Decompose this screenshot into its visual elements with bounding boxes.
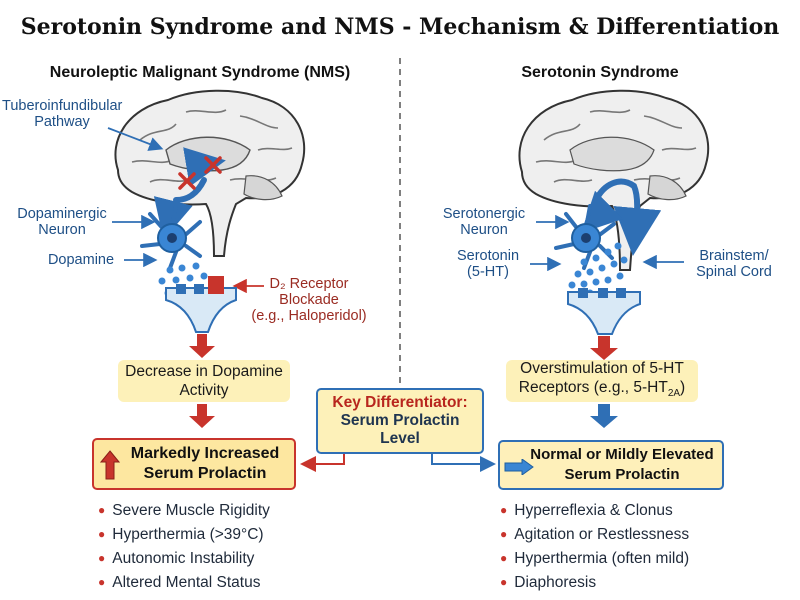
nms-result-line-1: Markedly Increased xyxy=(130,445,280,462)
receptor-line-3: (e.g., Haloperidol) xyxy=(251,308,367,324)
ss-result-box: Normal or Mildly Elevated Serum Prolacti… xyxy=(498,440,724,490)
brainstem-line-2: Spinal Cord xyxy=(696,264,772,280)
dopaminergic-neuron-label: Dopaminergic Neuron xyxy=(17,206,107,238)
list-item: Autonomic Instability xyxy=(98,547,270,571)
brain-icon-left xyxy=(114,89,306,257)
key-line-1: Key Differentiator: xyxy=(332,394,468,411)
brainstem-line-1: Brainstem/ xyxy=(699,248,769,264)
list-item: Diaphoresis xyxy=(500,571,689,595)
block-x-icon xyxy=(178,156,222,190)
ss-step-box: Overstimulation of 5-HT Receptors (e.g.,… xyxy=(506,360,698,402)
neuron-icon-right xyxy=(554,204,616,270)
ss-symptom-list: Hyperreflexia & Clonus Agitation or Rest… xyxy=(500,499,689,595)
receptor-line-2: Blockade xyxy=(279,292,339,308)
ss-heading: Serotonin Syndrome xyxy=(521,64,679,81)
list-item: Agitation or Restlessness xyxy=(500,523,689,547)
nms-result-line-2: Serum Prolactin xyxy=(143,465,267,482)
list-item: Hyperreflexia & Clonus xyxy=(500,499,689,523)
ss-step-line-1: Overstimulation of 5-HT xyxy=(520,359,684,377)
ss-result-line-1: Normal or Mildly Elevated xyxy=(530,446,714,463)
key-differentiator-box: Key Differentiator: Serum Prolactin Leve… xyxy=(316,388,484,454)
list-item: Hyperthermia (>39°C) xyxy=(98,523,270,547)
dopamine-label: Dopamine xyxy=(47,252,115,268)
tuberoinfundibular-pathway-label: Tuberoinfundibular Pathway xyxy=(2,98,123,130)
arrow-down-icon-red xyxy=(590,336,618,360)
serotonergic-neuron-label: Serotonergic Neuron xyxy=(442,206,526,238)
nms-step-box: Decrease in Dopamine Activity xyxy=(118,360,290,402)
arrow-down-icon-blue xyxy=(590,404,618,428)
d2-receptor-blockade-label: D₂ Receptor Blockade (e.g., Haloperidol) xyxy=(244,276,374,324)
arrow-up-icon xyxy=(100,450,120,480)
list-item: Severe Muscle Rigidity xyxy=(98,499,270,523)
arrow-right-icon xyxy=(504,459,534,475)
nms-result-box: Markedly Increased Serum Prolactin xyxy=(92,438,296,490)
receptor-line-1: D₂ Receptor xyxy=(269,276,349,292)
receptor-icon-right xyxy=(567,288,641,335)
nms-symptom-list: Severe Muscle Rigidity Hyperthermia (>39… xyxy=(98,499,270,595)
arrow-down-icon xyxy=(189,334,215,428)
neuron-icon-left xyxy=(140,204,202,270)
serotonin-line-1: Serotonin xyxy=(456,248,520,264)
ss-step-line-2: Receptors (e.g., 5-HT2A) xyxy=(518,378,686,400)
nms-heading: Neuroleptic Malignant Syndrome (NMS) xyxy=(49,64,351,81)
ss-result-line-2: Serum Prolactin xyxy=(564,466,680,483)
brainstem-label: Brainstem/ Spinal Cord xyxy=(684,248,784,280)
serotonin-label: Serotonin (5-HT) xyxy=(446,248,530,280)
list-item: Altered Mental Status xyxy=(98,571,270,595)
receptor-icon-left xyxy=(165,276,237,333)
key-line-3: Level xyxy=(380,430,420,447)
serotonin-line-2: (5-HT) xyxy=(467,264,509,280)
list-item: Hyperthermia (often mild) xyxy=(500,547,689,571)
page-title: Serotonin Syndrome and NMS - Mechanism &… xyxy=(20,14,780,40)
key-line-2: Serum Prolactin xyxy=(340,412,460,429)
